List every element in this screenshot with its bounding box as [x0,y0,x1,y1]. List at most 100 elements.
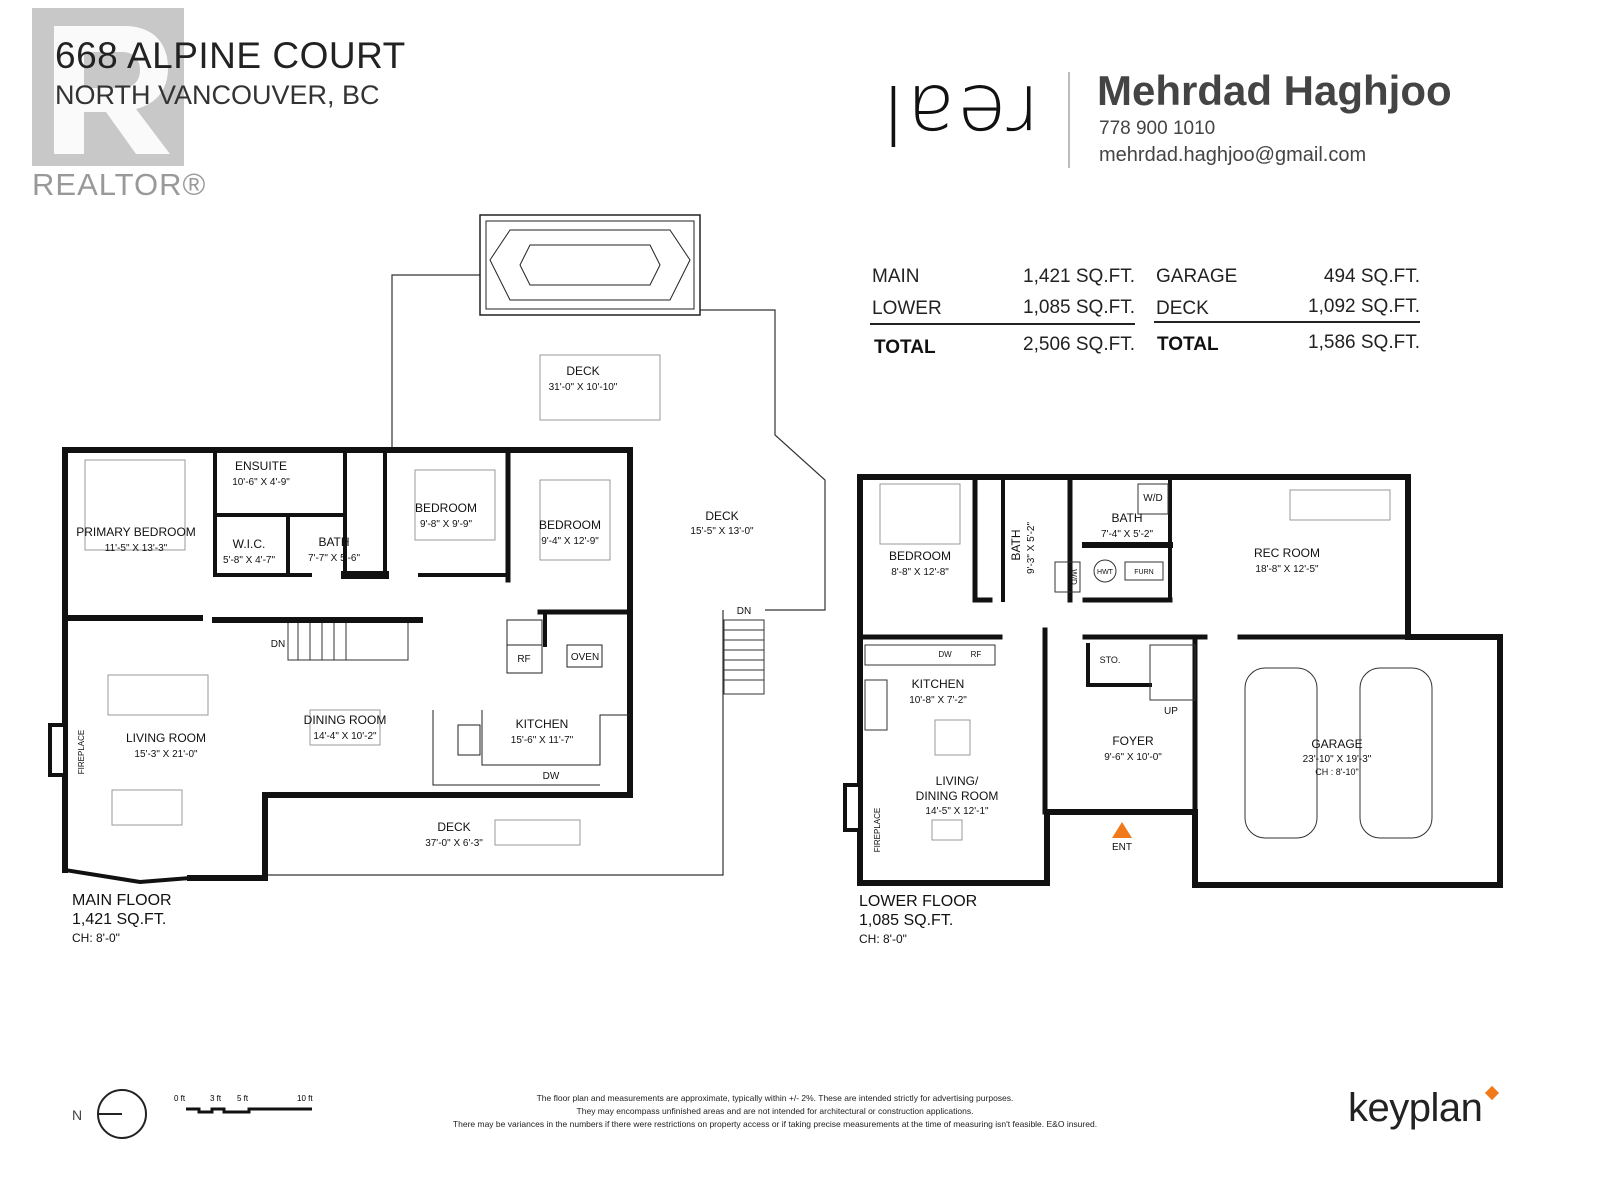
room-dims-wic: 5'-8" X 4'-7" [223,555,276,566]
room-name-garage: GARAGE [1311,737,1362,751]
room-name-bath: BATH [1111,511,1142,525]
summary-rule [870,323,1135,325]
room-dims-bath: 7'-4" X 5'-2" [1101,529,1154,540]
kitchen-counters [432,619,630,786]
room-dims-dining-room: 14'-4" X 10'-2" [313,731,377,742]
lower-floor-area: 1,085 SQ.FT. [859,912,953,929]
room-dims-ensuite: 10'-6" X 4'-9" [232,477,290,488]
agent-name: Mehrdad Haghjoo [1097,67,1452,114]
area-label: MAIN [872,266,920,287]
interior-wall [1086,643,1152,687]
furnace-icon [1124,561,1164,581]
room-name-deck: DECK [437,820,470,834]
room-name-deck: DECK [566,364,599,378]
table-icon [934,719,971,756]
room-dims-deck: 37'-0" X 6'-3" [425,838,483,849]
washer-dryer-label: W/D [1143,493,1162,504]
area-value: 1,085 SQ.FT. [1023,297,1135,318]
coffee-table-icon [931,819,963,841]
address-line-2: NORTH VANCOUVER, BC [55,80,380,110]
room-dims-rec-room: 18'-8" X 12'-5" [1255,564,1319,575]
total-label: TOTAL [1157,334,1219,355]
fireplace-label: FIREPLACE [873,808,882,852]
room-dims-living-dining: 14'-5" X 12'-1" [925,806,989,817]
kitchen-counter [864,644,996,666]
storage-label: STO. [1100,655,1121,665]
oven-label: OVEN [571,652,599,663]
room-name-kitchen: KITCHEN [516,717,569,731]
room-name-kitchen: KITCHEN [912,677,965,691]
sofa-icon [1289,489,1391,521]
cooktop-icon [457,724,481,756]
room-dims-bedroom: 9'-4" X 12'-9" [541,536,599,547]
fridge-label: RF [517,654,530,665]
agent-email: mehrdad.haghjoo@gmail.com [1099,144,1367,166]
furniture-icons [84,354,661,846]
room-name-foyer: FOYER [1112,734,1154,748]
main-floor-title: MAIN FLOOR [72,892,172,909]
main-room-labels: ENSUITE 10'-6" X 4'-9" PRIMARY BEDROOM 1… [76,364,754,849]
bay-window [62,867,193,885]
scale-tick: 0 ft [174,1094,186,1103]
north-label: N [72,1107,82,1123]
walls [857,474,1503,888]
oven-icon [566,644,603,668]
bed-icon [879,483,961,545]
garage-ceiling: CH : 8'-10" [1315,767,1358,777]
furnace-label: FURN [1134,569,1153,576]
main-floor-ceiling: CH: 8'-0" [72,931,120,945]
fireplace-icon [48,723,67,777]
hwt-label: HWT [1097,569,1114,576]
scale-tick: 10 ft [297,1094,313,1103]
car-icon [1359,667,1433,839]
lower-room-labels: BEDROOM 8'-8" X 12'-8" BATH 9'-3" X 5'-2… [873,493,1372,853]
deck-edge [700,309,826,611]
fridge-icon [506,644,543,674]
stove-icon [864,679,888,731]
room-dims-bedroom: 8'-8" X 12'-8" [891,567,949,578]
room-name-living-room: LIVING ROOM [126,731,206,745]
stairs-icon [287,619,765,695]
room-name-deck: DECK [705,509,738,523]
washer-dryer-label: W/D [1069,569,1078,585]
room-dims-deck: 31'-0" X 10'-10" [549,382,618,393]
car-icon [1244,667,1318,839]
room-name-bedroom: BEDROOM [539,518,601,532]
room-dims-living-room: 15'-3" X 21'-0" [134,749,198,760]
lower-floor-title: LOWER FLOOR [859,893,977,910]
agent-phone: 778 900 1010 [1099,118,1216,139]
deck-edge [265,610,724,876]
header-divider [1068,72,1070,168]
area-label: LOWER [872,298,942,319]
entry-label: ENT [1112,842,1132,853]
stairs-down-label: DN [737,606,751,617]
room-dims-bedroom: 9'-8" X 9'-9" [420,519,473,530]
room-dims-kitchen: 15'-6" X 11'-7" [511,735,574,746]
room-name-living: LIVING/ [936,774,979,788]
area-value: 1,092 SQ.FT. [1308,296,1420,317]
realtor-logo-word: REALTOR® [32,167,207,202]
entry-marker-icon [1112,822,1132,838]
total-value: 2,506 SQ.FT. [1023,334,1135,355]
disclaimer-line: The floor plan and measurements are appr… [536,1093,1014,1103]
lower-floor-plan: BEDROOM 8'-8" X 12'-8" BATH 9'-3" X 5'-2… [843,474,1503,946]
total-value: 1,586 SQ.FT. [1308,332,1420,353]
keyplan-logo: keyplan [1348,1086,1483,1130]
realtor-logo-letter-icon [54,26,170,154]
room-name-bath: BATH [318,535,349,549]
deck-edge [391,274,480,448]
exterior-wall [857,474,1503,888]
room-name-bedroom: BEDROOM [889,549,951,563]
room-name-wic: W.I.C. [233,537,266,551]
room-dims-deck: 15'-5" X 13'-0" [690,526,754,537]
washer-dryer-icon [1137,483,1169,515]
room-name-rec-room: REC ROOM [1254,546,1320,560]
fireplace-icon [843,783,862,832]
address-line-1: 668 ALPINE COURT [55,35,406,76]
disclaimer: The floor plan and measurements are appr… [400,1092,1150,1131]
fireplace-label: FIREPLACE [77,730,86,774]
room-dims-kitchen: 10'-8" X 7'-2" [909,695,967,706]
room-dims-bath: 9'-3" X 5'-2" [1026,522,1037,575]
main-floor-area: 1,421 SQ.FT. [72,911,166,928]
